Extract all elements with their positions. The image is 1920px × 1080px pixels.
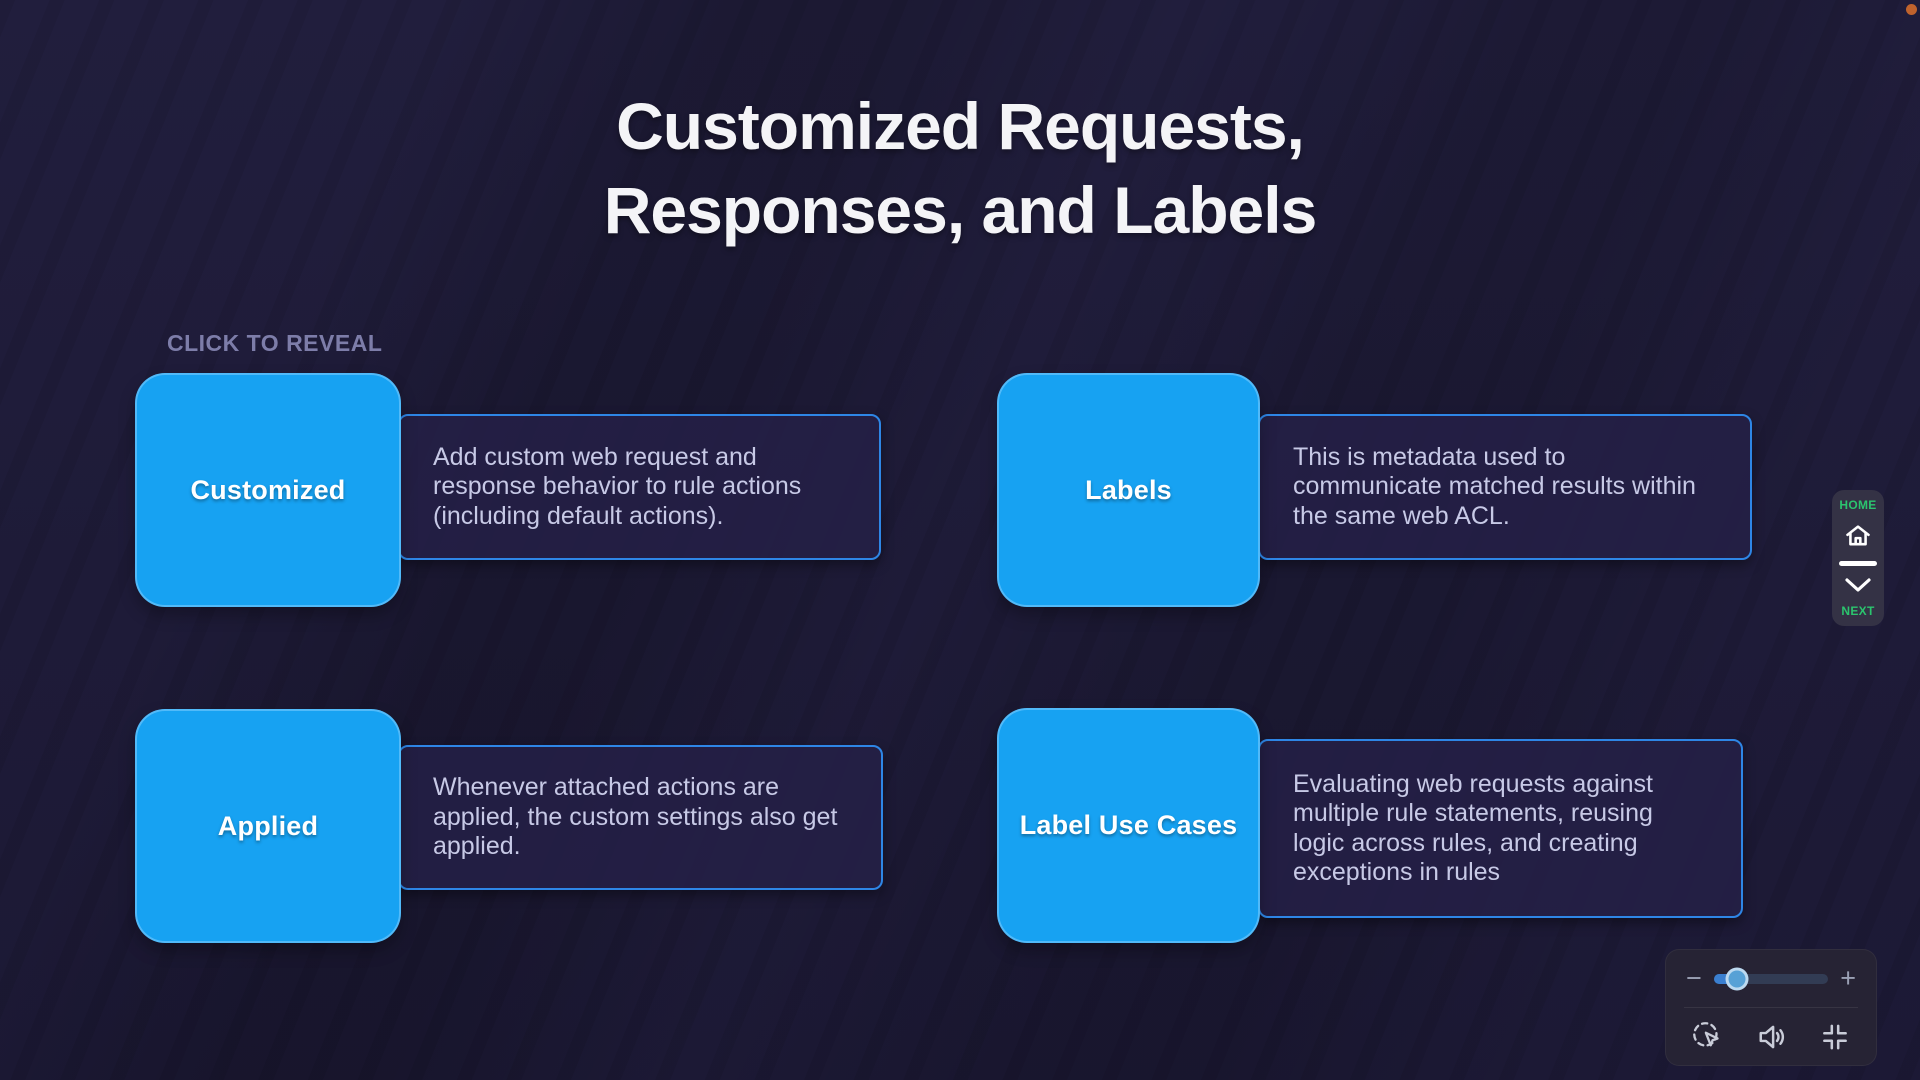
reveal-card-labels[interactable]: Labels [997,373,1260,607]
description-text: Whenever attached actions are applied, t… [433,773,838,861]
home-label: HOME [1839,498,1877,512]
reveal-description-applied: Whenever attached actions are applied, t… [398,745,883,890]
card-label: Label Use Cases [1019,810,1238,840]
compress-icon [1818,1020,1852,1054]
page-title-line2: Responses, and Labels [603,173,1318,248]
zoom-slider-thumb[interactable] [1725,967,1749,990]
next-button[interactable] [1843,576,1873,594]
description-text: This is metadata used to communicate mat… [1293,442,1696,530]
reveal-card-customized[interactable]: Customized [135,373,401,607]
volume-icon [1754,1019,1790,1055]
player-icons-row [1666,1008,1876,1065]
next-label: NEXT [1841,604,1875,618]
zoom-slider-row: − + [1666,950,1876,1007]
cursor-mode-icon [1690,1019,1726,1055]
home-button[interactable] [1843,522,1873,550]
minus-button[interactable]: − [1686,963,1702,993]
page-title: Customized Requests, Responses, and Labe… [0,84,1920,253]
plus-button[interactable]: + [1840,963,1856,993]
reveal-description-label-use-cases: Evaluating web requests against multiple… [1258,739,1743,918]
card-label: Labels [1085,474,1172,505]
slide-nav-rail: HOME NEXT [1832,490,1884,626]
description-text: Add custom web request and response beha… [433,442,802,530]
click-to-reveal-label: CLICK TO REVEAL [167,330,383,356]
cursor-mode-button[interactable] [1690,1019,1726,1055]
reveal-description-customized: Add custom web request and response beha… [398,414,881,560]
reveal-card-label-use-cases[interactable]: Label Use Cases [997,708,1260,943]
chevron-down-icon [1843,576,1873,594]
reveal-card-applied[interactable]: Applied [135,709,401,943]
nav-progress-bar [1839,560,1877,566]
compress-button[interactable] [1818,1020,1852,1054]
home-icon [1843,522,1873,550]
recording-indicator-dot [1906,4,1917,15]
player-divider [1684,1007,1858,1008]
reveal-description-labels: This is metadata used to communicate mat… [1258,414,1752,560]
page-title-line1: Customized Requests, [616,89,1305,163]
volume-button[interactable] [1754,1019,1790,1055]
card-label: Customized [190,474,346,505]
zoom-slider[interactable] [1713,967,1829,990]
player-controls-panel: − + [1665,949,1877,1066]
description-text: Evaluating web requests against multiple… [1293,769,1653,887]
card-label: Applied [217,810,319,841]
